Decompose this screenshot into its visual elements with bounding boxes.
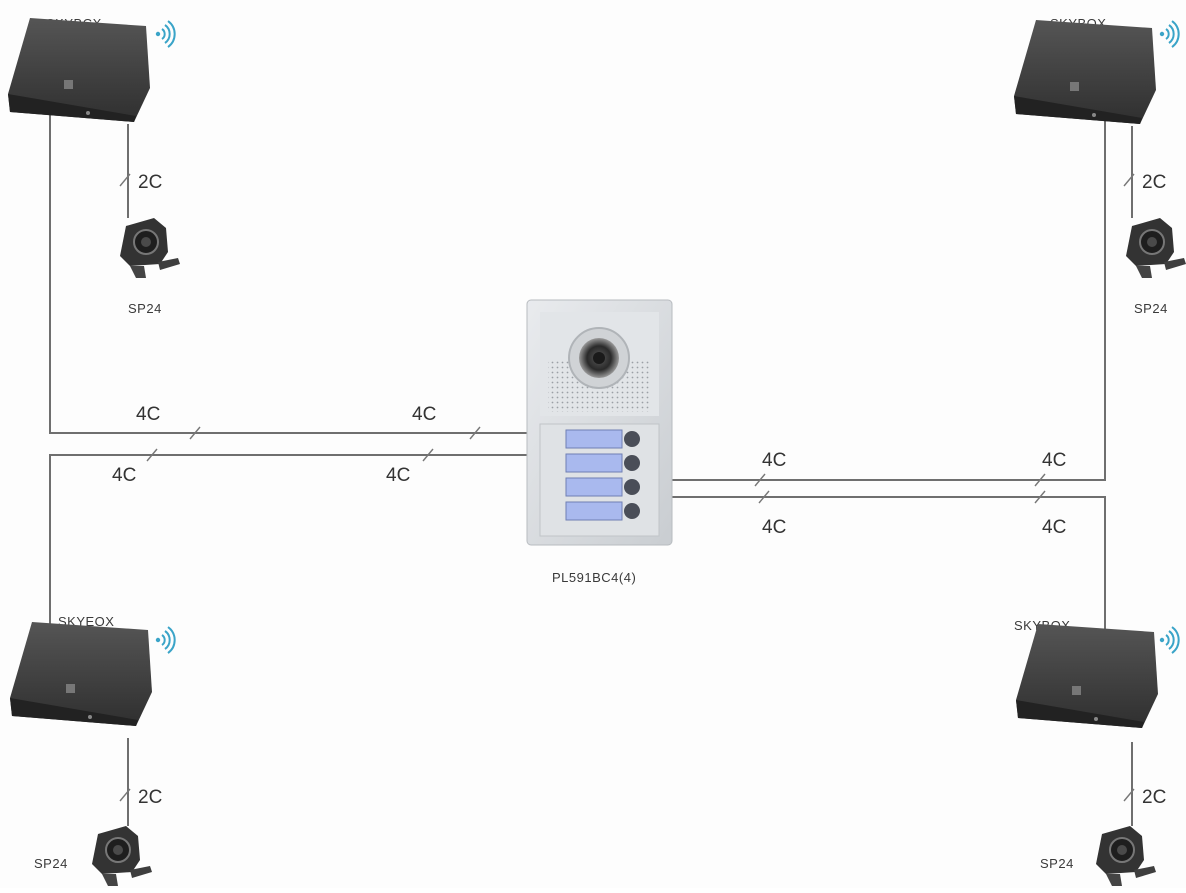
- wifi-icon: [1158, 626, 1180, 654]
- wire-label-left-lower-b: 4C: [386, 465, 410, 486]
- name-plate-3: [565, 477, 623, 497]
- camera-label: SP24: [1040, 856, 1074, 871]
- wire-label-left-lower-a: 4C: [112, 465, 136, 486]
- wire-label-right-upper-b: 4C: [1042, 450, 1066, 471]
- wire-labels: 2C 2C 2C 2C 4C 4C 4C 4C 4C 4C 4C 4C: [112, 172, 1166, 808]
- skybox-top-left: SKYBCX: [8, 16, 176, 122]
- skybox-device: [10, 622, 152, 726]
- wire-label-right-lower-a: 4C: [762, 517, 786, 538]
- door-panel-label: PL591BC4(4): [552, 570, 636, 585]
- call-button-1[interactable]: [624, 431, 640, 447]
- skybox-bottom-right: SKYBOX: [1014, 618, 1180, 728]
- wire-label-right-upper-a: 4C: [762, 450, 786, 471]
- call-button-3[interactable]: [624, 479, 640, 495]
- wire-label-cam-bottom-left: 2C: [138, 787, 162, 808]
- camera-top-left: SP24: [119, 217, 181, 316]
- wifi-icon: [154, 20, 176, 48]
- camera-bottom-left: SP24: [34, 825, 153, 887]
- door-panel: PL591BC4(4): [526, 299, 673, 585]
- wire-label-cam-top-right: 2C: [1142, 172, 1166, 193]
- camera-icon: [91, 825, 153, 887]
- wifi-icon: [1158, 20, 1180, 48]
- camera-icon: [1095, 825, 1157, 887]
- wire-label-cam-top-left: 2C: [138, 172, 162, 193]
- wire-left-lower: [49, 454, 527, 648]
- skybox-device: [1014, 20, 1156, 124]
- camera-icon: [1125, 217, 1186, 279]
- call-button-list: [565, 429, 640, 521]
- call-button-4[interactable]: [624, 503, 640, 519]
- wire-label-right-lower-b: 4C: [1042, 517, 1066, 538]
- wire-label-left-upper-b: 4C: [412, 404, 436, 425]
- wire-label-cam-bottom-right: 2C: [1142, 787, 1166, 808]
- camera-top-right: SP24: [1125, 217, 1186, 316]
- skybox-device: [1016, 624, 1158, 728]
- wire-right-upper: [672, 118, 1106, 481]
- camera-icon: [119, 217, 181, 279]
- camera-label: SP24: [34, 856, 68, 871]
- skybox-device: [8, 18, 150, 122]
- name-plate-1: [565, 429, 623, 449]
- call-button-2[interactable]: [624, 455, 640, 471]
- wires: [49, 112, 1133, 826]
- name-plate-2: [565, 453, 623, 473]
- wifi-icon: [154, 626, 176, 654]
- skybox-top-right: SKYBOX: [1014, 16, 1180, 124]
- wire-left-upper: [49, 112, 527, 434]
- camera-bottom-right: SP24: [1040, 825, 1157, 887]
- wire-label-left-upper-a: 4C: [136, 404, 160, 425]
- camera-label: SP24: [1134, 301, 1168, 316]
- wire-right-lower: [672, 496, 1106, 652]
- skybox-bottom-left: SKYEOX: [10, 614, 176, 726]
- name-plate-4: [565, 501, 623, 521]
- camera-label: SP24: [128, 301, 162, 316]
